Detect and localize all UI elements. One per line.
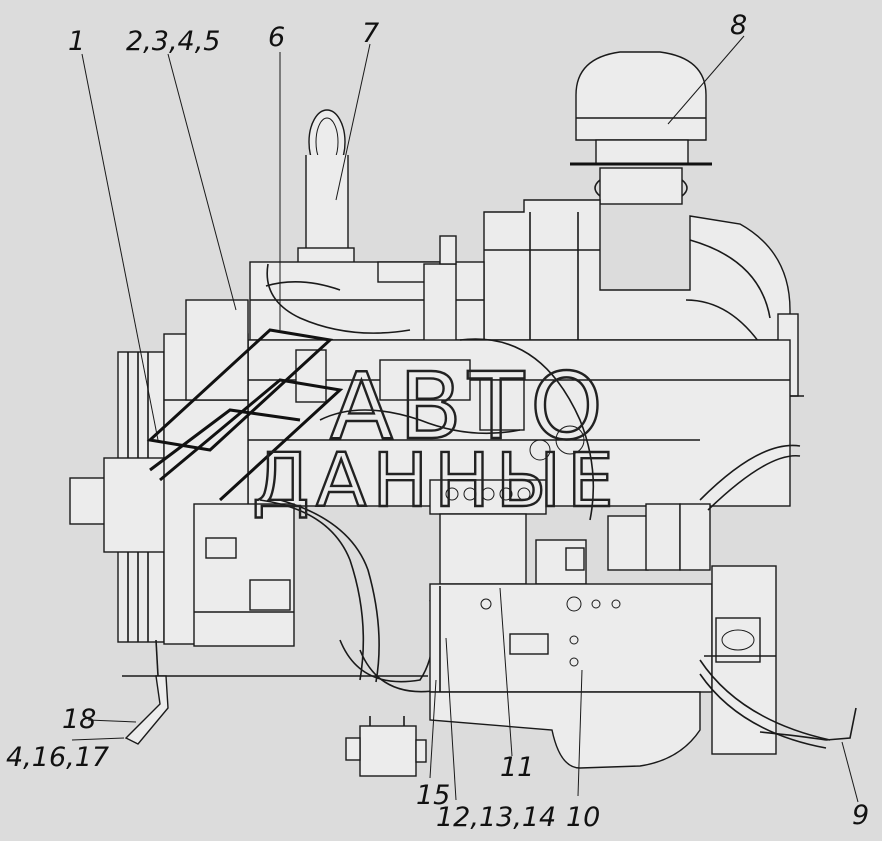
oil-filter	[607, 444, 801, 571]
callout-12-13-14: 12,13,14	[436, 802, 556, 833]
callout-10: 10	[566, 802, 600, 833]
watermark-line2: ДАННЫЕ	[252, 438, 620, 524]
callout-7: 7	[362, 18, 379, 49]
belt	[146, 328, 344, 502]
engine-block	[247, 338, 791, 521]
air-filter	[570, 51, 712, 205]
callout-4-16-17: 4,16,17	[6, 742, 109, 773]
callout-1: 1	[68, 26, 85, 57]
alternator	[185, 299, 295, 647]
watermark-line1: АВТО	[330, 353, 609, 460]
fuel-line	[759, 731, 827, 741]
callout-2-3-4-5: 2,3,4,5	[126, 26, 220, 57]
callout-11: 11	[500, 752, 534, 783]
exhaust-pipe	[297, 109, 355, 267]
callout-8: 8	[730, 10, 747, 41]
cylinder-head	[249, 235, 485, 377]
injection-pump	[429, 479, 587, 585]
callout-labels: 1 2,3,4,5 6 7 8 9 10 11 12,13,14 15 18 4…	[6, 10, 869, 833]
compressor	[345, 716, 427, 777]
callout-6: 6	[268, 22, 285, 53]
callout-9: 9	[852, 800, 869, 831]
callout-15: 15	[416, 780, 450, 811]
leader-lines	[71, 35, 859, 803]
crankcase	[429, 583, 713, 693]
mount-bracket	[122, 639, 428, 745]
engine-drawing: АВТО ДАННЫЕ	[69, 51, 857, 777]
flywheel-housing	[699, 565, 857, 755]
oil-pan	[429, 691, 701, 769]
callout-18: 18	[62, 704, 96, 735]
watermark: АВТО ДАННЫЕ	[251, 352, 620, 525]
